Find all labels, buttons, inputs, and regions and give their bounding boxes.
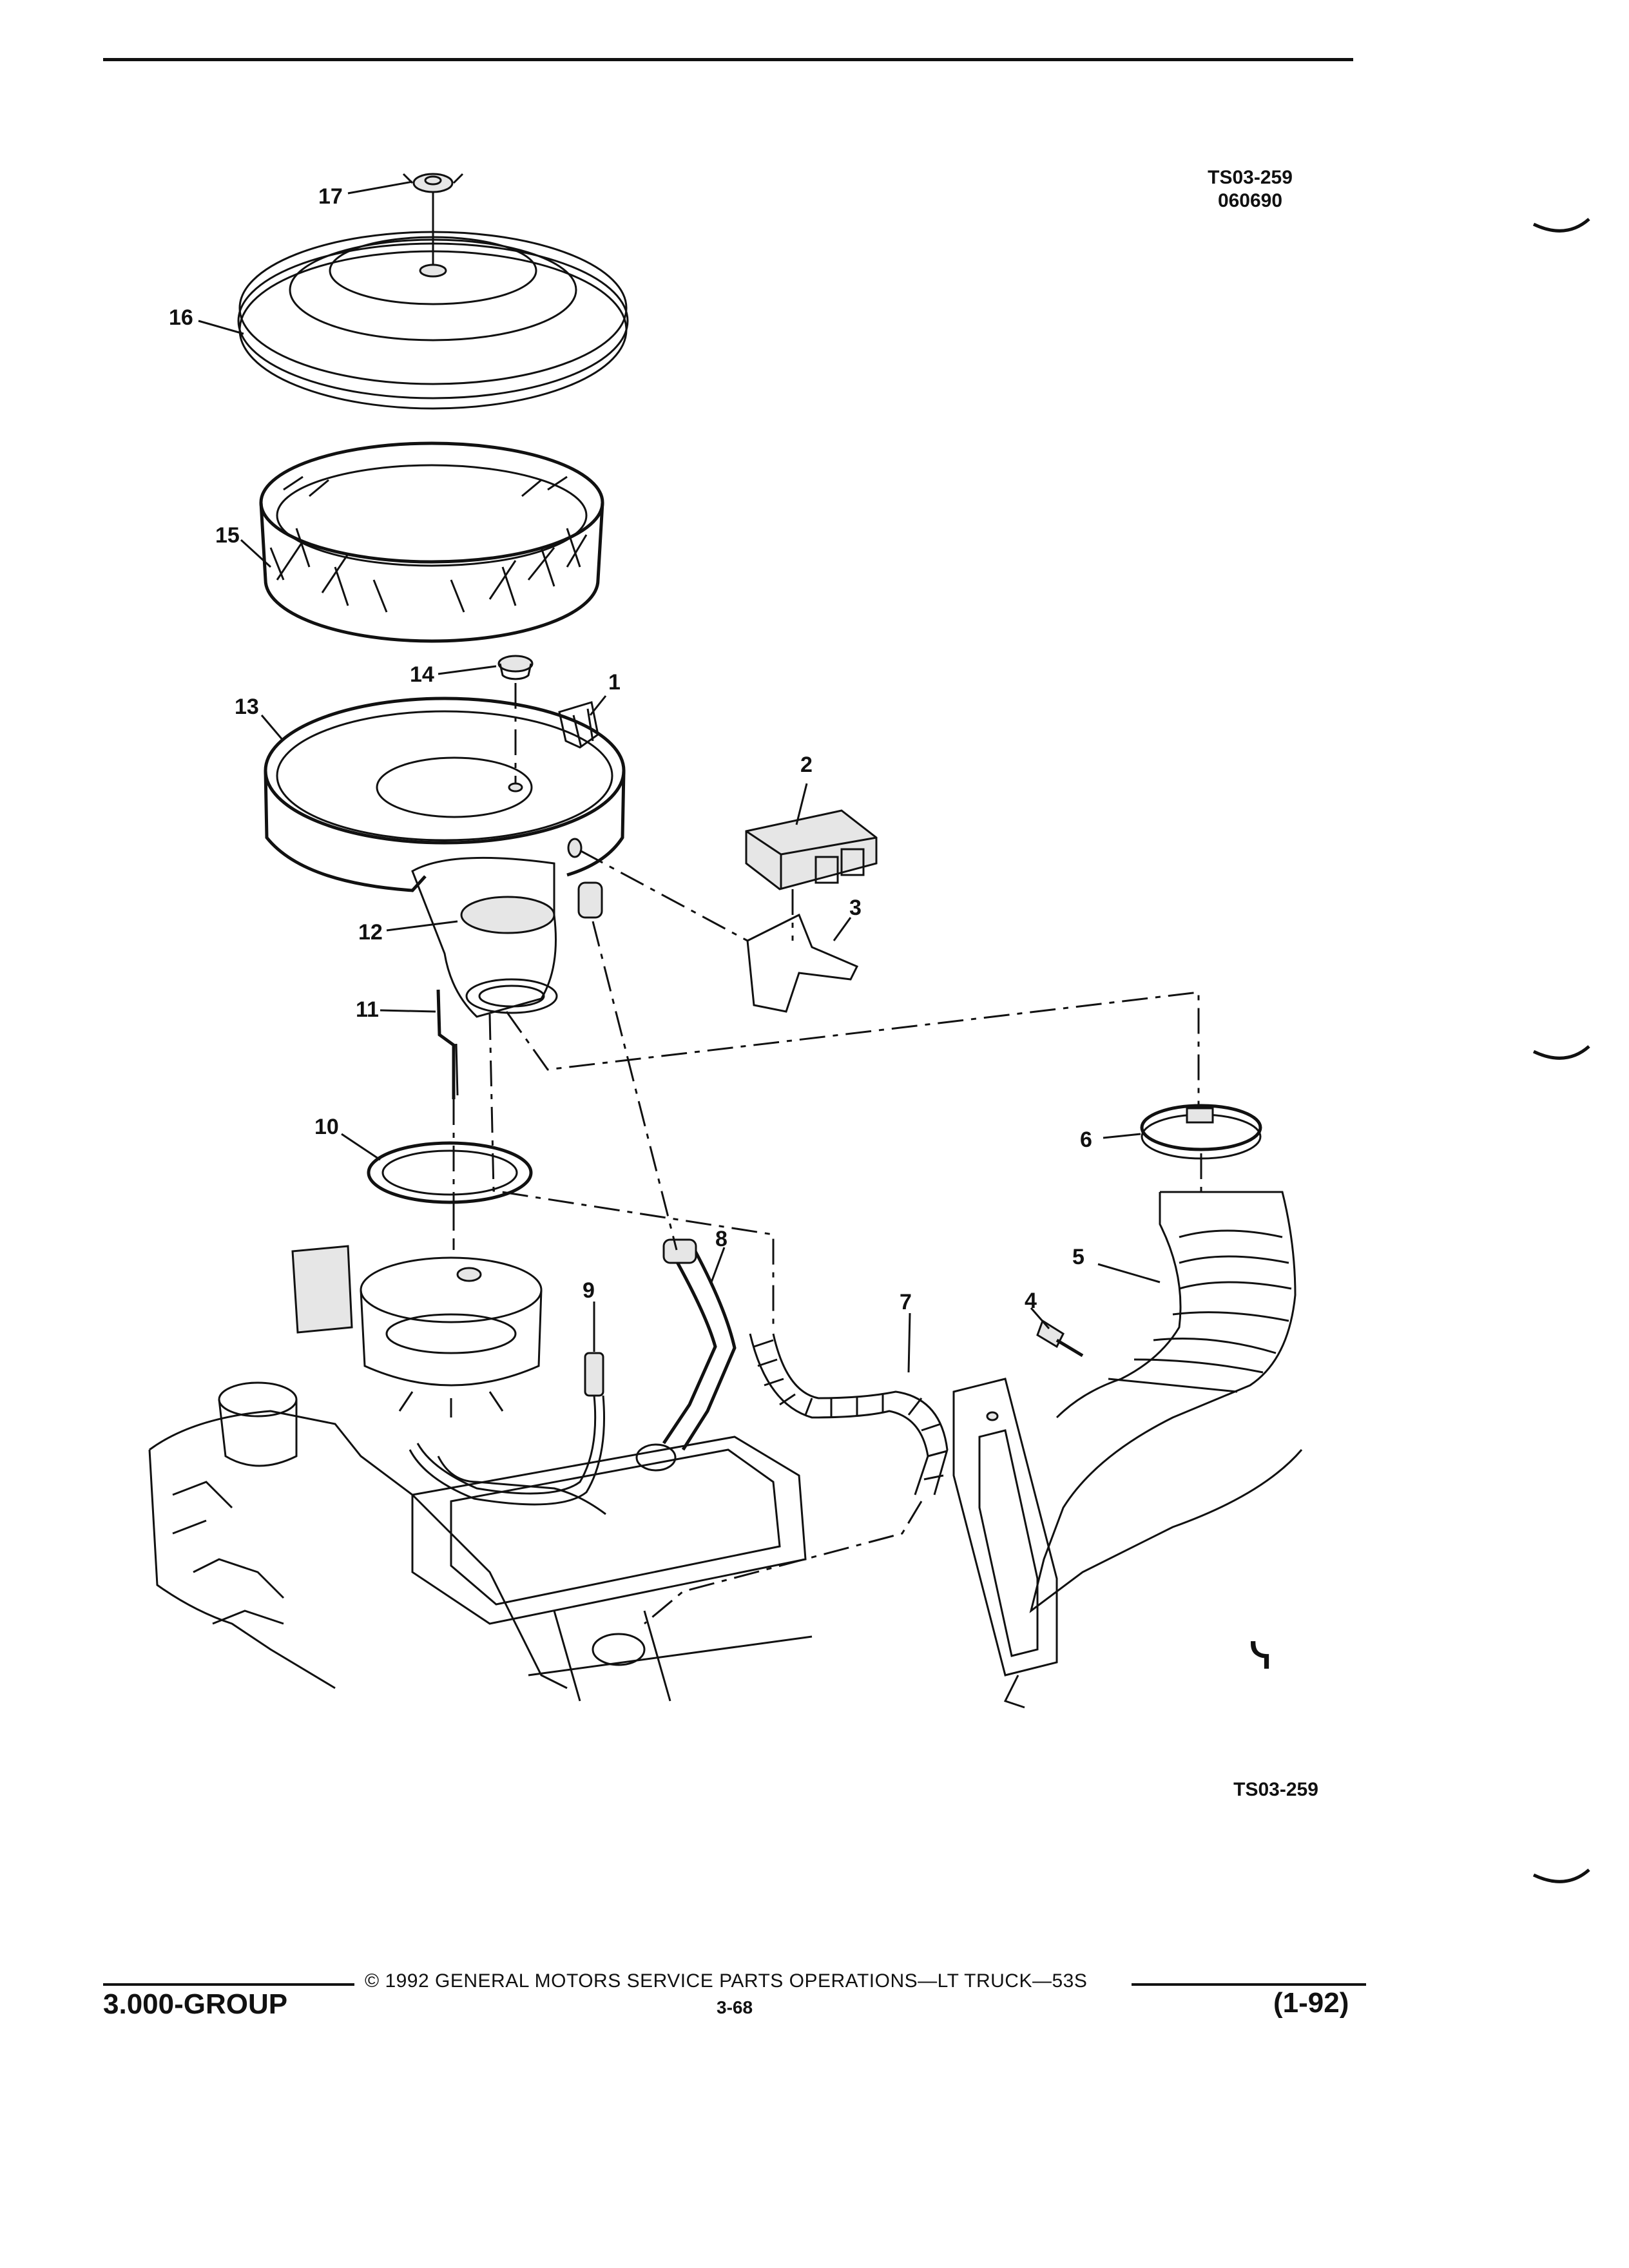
- callout-15: 15: [215, 523, 240, 548]
- callout-10: 10: [314, 1115, 339, 1139]
- revision-date: (1-92): [1273, 1987, 1349, 2019]
- footer-rule-left: [103, 1983, 354, 1986]
- grommet-part: [497, 655, 534, 786]
- drawing-code-block: TS03-259 060690: [1186, 166, 1315, 213]
- group-label: 3.000-GROUP: [103, 1988, 288, 2020]
- air-duct-part: [1029, 1191, 1303, 1613]
- module-bracket-part: [746, 889, 859, 1013]
- callout-14: 14: [410, 662, 434, 687]
- callout-7: 7: [900, 1290, 912, 1314]
- vacuum-connector-part: [409, 1352, 605, 1506]
- callout-1: 1: [608, 670, 621, 695]
- air-filter-element-part: [259, 441, 604, 643]
- pcv-hose-part: [662, 1238, 737, 1451]
- callout-3: 3: [849, 896, 862, 920]
- throttle-body-part: [291, 1245, 543, 1418]
- footer-rule-right: [1132, 1983, 1366, 1986]
- air-cleaner-cover-part: [237, 231, 629, 410]
- callout-4: 4: [1025, 1289, 1037, 1313]
- screw-part: [1036, 1319, 1084, 1358]
- hose-clamp-part: [1140, 1104, 1262, 1160]
- margin-marks: [1532, 218, 1590, 1883]
- engine-block-part: [148, 1381, 606, 1689]
- ignition-module-part: [745, 809, 878, 890]
- duct-bracket-part: [952, 1378, 1058, 1709]
- callout-16: 16: [169, 305, 193, 330]
- wing-nut-part: [402, 173, 464, 269]
- corrugated-hose-part: [749, 1333, 949, 1495]
- callout-12: 12: [358, 920, 383, 945]
- drawing-code: TS03-259: [1208, 167, 1293, 188]
- callout-17: 17: [318, 184, 343, 209]
- assembly-lines: [452, 849, 1202, 1625]
- callout-6: 6: [1080, 1128, 1092, 1152]
- clip-part: [558, 701, 599, 749]
- gm-logo-mark: ᓭ: [1250, 1635, 1272, 1676]
- top-rule: [103, 58, 1353, 61]
- callout-5: 5: [1072, 1245, 1084, 1269]
- leader-lines: [198, 180, 1161, 1373]
- callout-13: 13: [235, 695, 259, 719]
- callout-8: 8: [715, 1227, 728, 1251]
- page-number: 3-68: [717, 1997, 753, 2017]
- air-cleaner-base-part: [264, 697, 626, 892]
- valve-cover-part: [411, 1436, 813, 1702]
- callout-2: 2: [800, 753, 813, 777]
- drawing-date: 060690: [1217, 190, 1283, 211]
- stud-part: [436, 989, 459, 1250]
- callout-9: 9: [583, 1278, 595, 1303]
- gasket-part: [367, 1141, 533, 1204]
- figure-code: TS03-259: [1233, 1779, 1318, 1800]
- callout-numbers: 17 16 15 14 1 13 2 3 12 11 10 6 5 4 9 8 …: [169, 184, 1092, 1314]
- snorkel-part: [411, 856, 603, 1018]
- copyright-line: © 1992 GENERAL MOTORS SERVICE PARTS OPER…: [365, 1970, 1088, 1992]
- callout-11: 11: [356, 997, 379, 1022]
